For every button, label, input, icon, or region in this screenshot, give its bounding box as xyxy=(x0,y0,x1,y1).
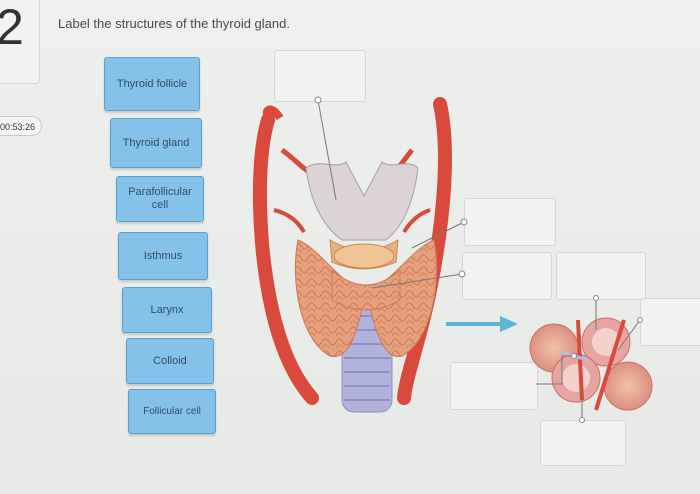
leader-line-1 xyxy=(317,99,337,201)
thyroid-right-lobe xyxy=(365,239,438,357)
label-isthmus[interactable]: Isthmus xyxy=(118,232,208,280)
label-thyroid-follicle[interactable]: Thyroid follicle xyxy=(104,57,200,111)
label-larynx[interactable]: Larynx xyxy=(122,287,212,333)
thyroid-isthmus xyxy=(331,268,401,311)
label-colloid[interactable]: Colloid xyxy=(126,338,214,384)
drop-zone-2[interactable] xyxy=(464,198,556,246)
larynx xyxy=(305,161,419,241)
leader-line-3 xyxy=(371,273,463,289)
label-follicular-cell[interactable]: Follicular cell xyxy=(128,389,216,434)
question-prompt: Label the structures of the thyroid glan… xyxy=(58,16,290,31)
label-parafollicular-cell[interactable]: Parafollicular cell xyxy=(116,176,204,222)
drop-zone-7[interactable] xyxy=(540,420,626,466)
drop-zone-5[interactable] xyxy=(640,298,700,346)
question-number-box xyxy=(0,0,40,84)
follicle-4 xyxy=(603,361,653,411)
question-number: 2 xyxy=(0,0,24,55)
leader-line-2 xyxy=(411,221,465,249)
drop-zone-3[interactable] xyxy=(462,252,552,300)
thyroid-left-lobe xyxy=(294,239,367,357)
left-carotid-artery xyxy=(252,113,319,405)
drop-zone-4[interactable] xyxy=(556,252,646,300)
drop-zone-6[interactable] xyxy=(450,362,538,410)
label-thyroid-gland[interactable]: Thyroid gland xyxy=(110,118,202,168)
timer: 00:53:26 xyxy=(0,116,42,136)
